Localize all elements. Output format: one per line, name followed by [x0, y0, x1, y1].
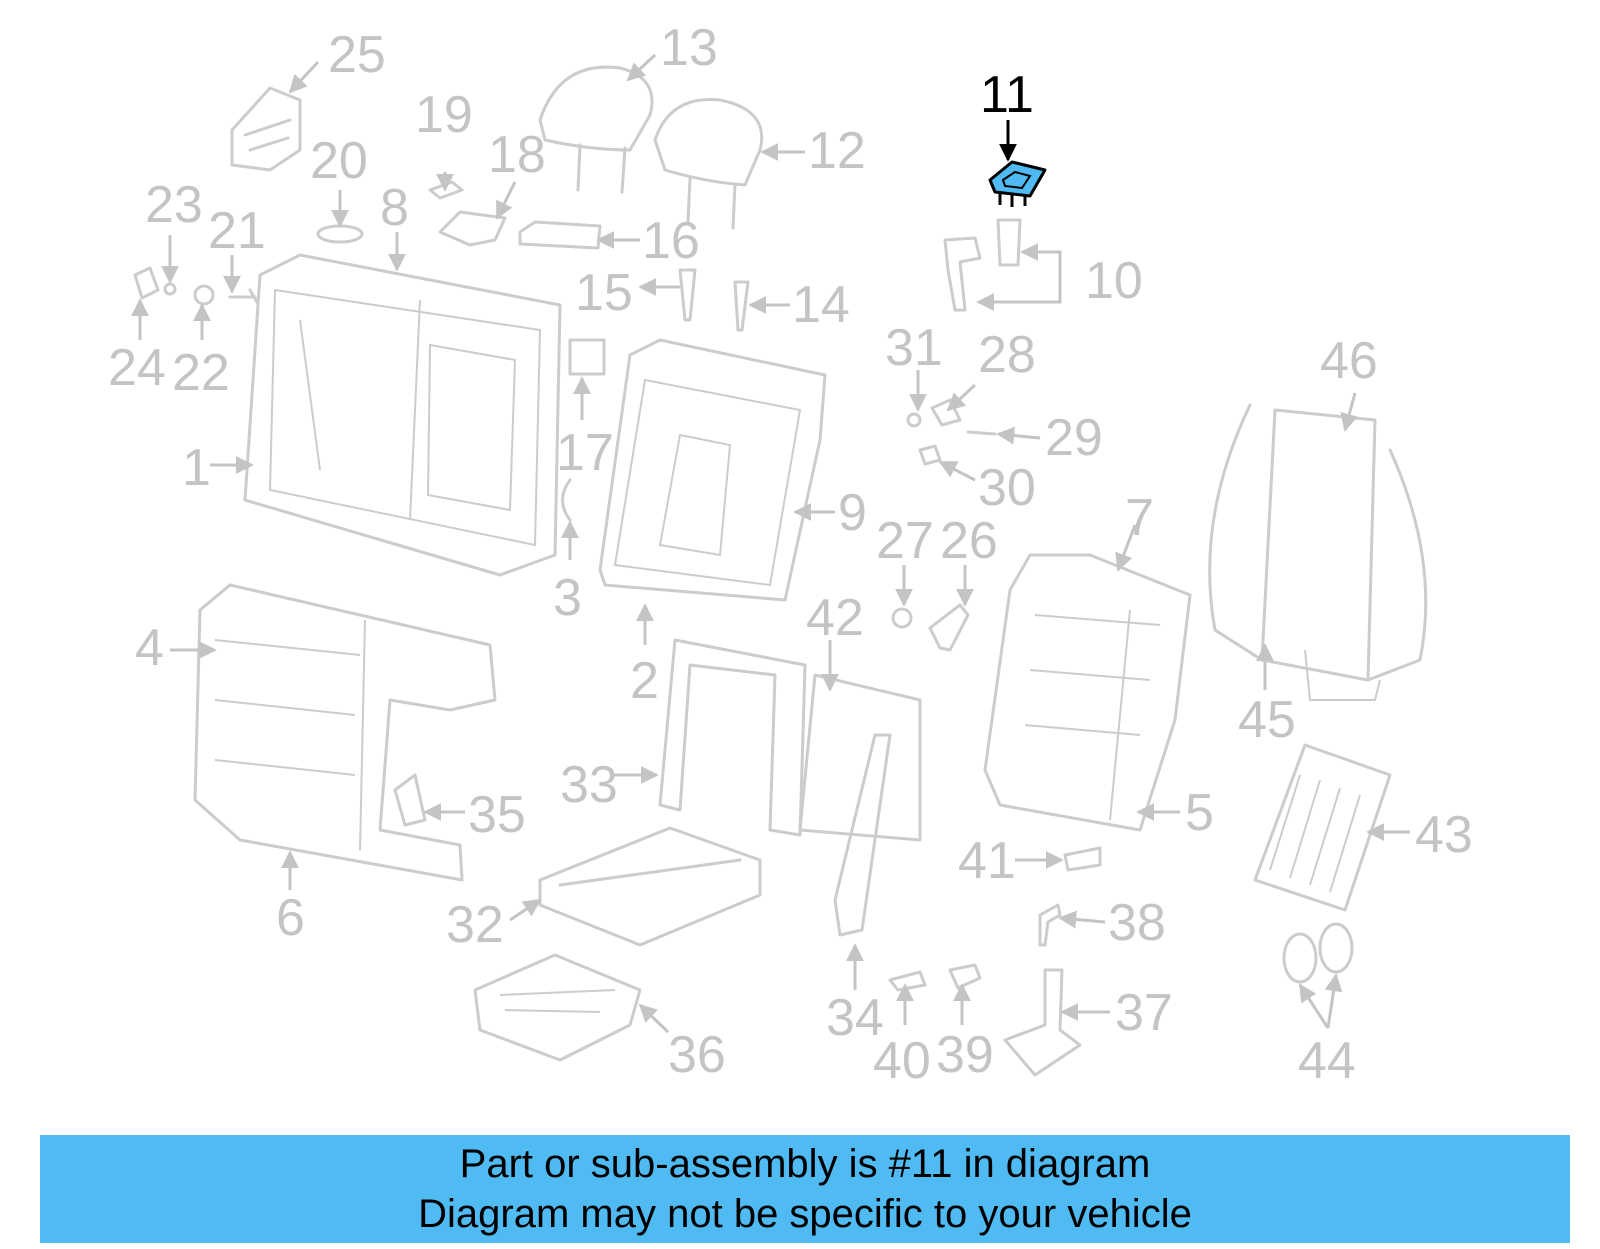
callout-9: 9	[838, 484, 867, 542]
callout-5: 5	[1185, 784, 1214, 842]
callout-46: 46	[1320, 332, 1378, 390]
callout-39: 39	[936, 1026, 994, 1084]
callout-10: 10	[1085, 252, 1143, 310]
callout-28: 28	[978, 326, 1036, 384]
callout-42: 42	[806, 589, 864, 647]
callout-20: 20	[310, 132, 368, 190]
callout-24: 24	[108, 339, 166, 397]
callout-40: 40	[873, 1032, 931, 1090]
callout-31: 31	[885, 319, 943, 377]
part-drawings	[133, 65, 1428, 1077]
callout-41: 41	[958, 832, 1016, 890]
leader-lines	[131, 53, 1410, 1034]
callout-21: 21	[208, 202, 266, 260]
callout-33: 33	[560, 756, 618, 814]
callout-27: 27	[876, 512, 934, 570]
callout-19: 19	[415, 86, 473, 144]
callout-labels: 25 13 11 12 19 18 20 16 8 23 21 10 15 14…	[108, 19, 1473, 1090]
callout-12: 12	[808, 122, 866, 180]
callout-23: 23	[145, 176, 203, 234]
callout-25: 25	[328, 26, 386, 84]
parts-diagram: 25 13 11 12 19 18 20 16 8 23 21 10 15 14…	[108, 19, 1473, 1090]
callout-8: 8	[380, 179, 409, 237]
callout-13: 13	[660, 19, 718, 77]
callout-43: 43	[1415, 806, 1473, 864]
callout-34: 34	[826, 989, 884, 1047]
caption-line-2: Diagram may not be specific to your vehi…	[418, 1192, 1192, 1236]
callout-38: 38	[1108, 894, 1166, 952]
callout-6: 6	[276, 889, 305, 947]
callout-22: 22	[172, 344, 230, 402]
callout-17: 17	[556, 424, 614, 482]
caption-line-1: Part or sub-assembly is #11 in diagram	[459, 1142, 1151, 1186]
highlighted-part-11[interactable]	[988, 160, 1047, 207]
callout-2: 2	[630, 652, 659, 710]
callout-29: 29	[1045, 409, 1103, 467]
caption-banner: Part or sub-assembly is #11 in diagram D…	[40, 1135, 1570, 1243]
callout-26: 26	[940, 512, 998, 570]
callout-44: 44	[1298, 1032, 1356, 1090]
callout-18: 18	[488, 126, 546, 184]
callout-32: 32	[446, 896, 504, 954]
callout-45: 45	[1238, 691, 1296, 749]
callout-7: 7	[1125, 489, 1154, 547]
callout-36: 36	[668, 1026, 726, 1084]
callout-15: 15	[575, 264, 633, 322]
callout-11: 11	[980, 66, 1034, 124]
callout-14: 14	[792, 276, 850, 334]
callout-37: 37	[1115, 984, 1173, 1042]
callout-4: 4	[135, 619, 164, 677]
callout-16: 16	[642, 212, 700, 270]
callout-3: 3	[553, 569, 582, 627]
callout-30: 30	[978, 459, 1036, 517]
callout-1: 1	[182, 439, 211, 497]
callout-35: 35	[468, 786, 526, 844]
